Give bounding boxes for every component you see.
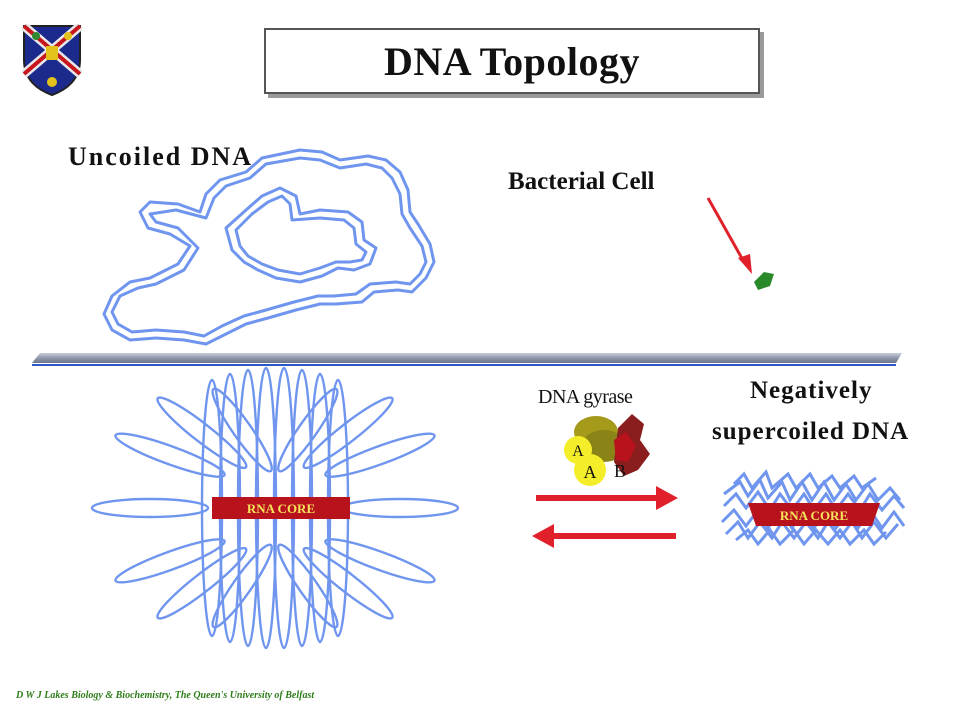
bacterial-cell-label: Bacterial Cell: [508, 168, 655, 195]
uncoiled-dna-label: Uncoiled DNA: [68, 142, 254, 171]
university-crest-icon: [22, 24, 82, 96]
divider-bar: [32, 353, 902, 363]
uncoiled-dna-loop: [102, 148, 436, 346]
slide-title: DNA Topology: [383, 38, 641, 84]
dna-gyrase-enzyme: A A B: [564, 414, 650, 486]
supercoiled-dna-label: supercoiled DNA: [712, 418, 910, 445]
dna-gyrase-label: DNA gyrase: [538, 386, 633, 408]
rna-core-right-label: RNA CORE: [780, 508, 848, 523]
bacterial-cell-shape: [754, 272, 774, 290]
subunit-b: B: [614, 461, 626, 481]
rna-core-left-label: RNA CORE: [247, 501, 315, 516]
title-box: DNA Topology: [264, 28, 760, 94]
bacterial-cell-arrow: [706, 197, 752, 274]
forward-arrow: [536, 486, 678, 510]
rna-core-right: [748, 503, 880, 526]
footer-credit: D W J Lakes Biology & Biochemistry, The …: [16, 690, 315, 701]
subunit-a-lower: A: [584, 462, 597, 482]
rna-core-left: [212, 497, 350, 519]
subunit-a-upper: A: [572, 443, 584, 460]
negatively-label: Negatively: [750, 377, 873, 404]
reverse-arrow: [532, 524, 676, 548]
